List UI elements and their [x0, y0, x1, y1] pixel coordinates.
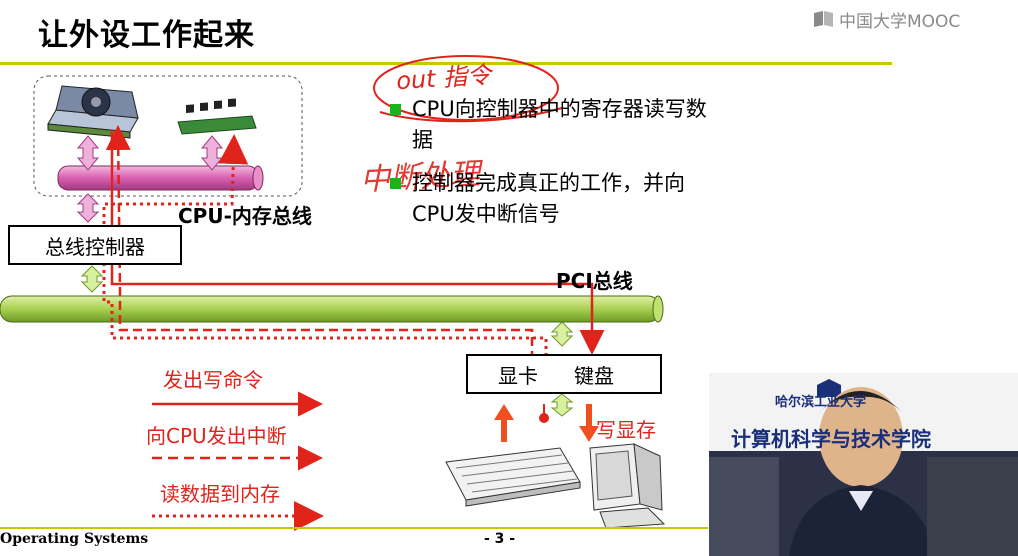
bus-connector-arrows [76, 135, 224, 223]
read-to-memory-path [102, 134, 548, 356]
bullet-item: CPU向控制器中的寄存器读写数据 [384, 94, 714, 156]
bullet-list: CPU向控制器中的寄存器读写数据 控制器完成真正的工作，并向CPU发中断信号 [384, 94, 714, 242]
monitor-icon [589, 443, 666, 529]
lecturer-video: 哈尔滨工业大学 计算机科学与技术学院 [709, 373, 1018, 556]
memory-module-icon [177, 98, 257, 135]
keyboard-label: 键盘 [574, 363, 614, 388]
footer-rule [0, 527, 708, 529]
write-vram-label: 写显存 [596, 418, 656, 442]
annotation-out-instruction: out 指令 [395, 60, 492, 96]
pci-bus-label: PCI总线 [556, 269, 633, 293]
pci-connector-arrows [80, 265, 574, 417]
legend-read-to-memory: 读数据到内存 [160, 482, 280, 506]
graphics-card-label: 显卡 [498, 363, 538, 388]
write-vram-arrow-icon [579, 404, 599, 442]
device-controller-box: 显卡 键盘 [466, 354, 662, 394]
title-underline [0, 62, 892, 65]
pci-bus [0, 295, 661, 323]
cpu-heatsink-icon [47, 85, 139, 139]
page-number: - 3 - [484, 531, 516, 547]
write-command-path [110, 130, 605, 355]
video-banner-school: 哈尔滨工业大学 [775, 395, 867, 410]
handwritten-annotation-marks [373, 55, 563, 123]
keyboard-input-arrow-icon [494, 404, 514, 442]
slide-title: 让外设工作起来 [38, 18, 255, 53]
keyboard-icon [445, 447, 581, 507]
bullet-item: 控制器完成真正的工作，并向CPU发中断信号 [384, 168, 714, 230]
brand-logo: 中国大学MOOC [814, 8, 961, 32]
legend-write-command: 发出写命令 [163, 368, 263, 392]
legend-interrupt: 向CPU发出中断 [146, 424, 287, 448]
footer-course-name: Operating Systems [0, 531, 149, 547]
bus-controller-box: 总线控制器 [8, 225, 182, 265]
cpu-memory-bus-label: CPU-内存总线 [178, 204, 312, 228]
brand-text: 中国大学MOOC [839, 11, 961, 32]
interrupt-source-dot [539, 413, 549, 423]
cpu-memory-group-outline [33, 75, 303, 197]
video-banner-department: 计算机科学与技术学院 [731, 427, 931, 451]
